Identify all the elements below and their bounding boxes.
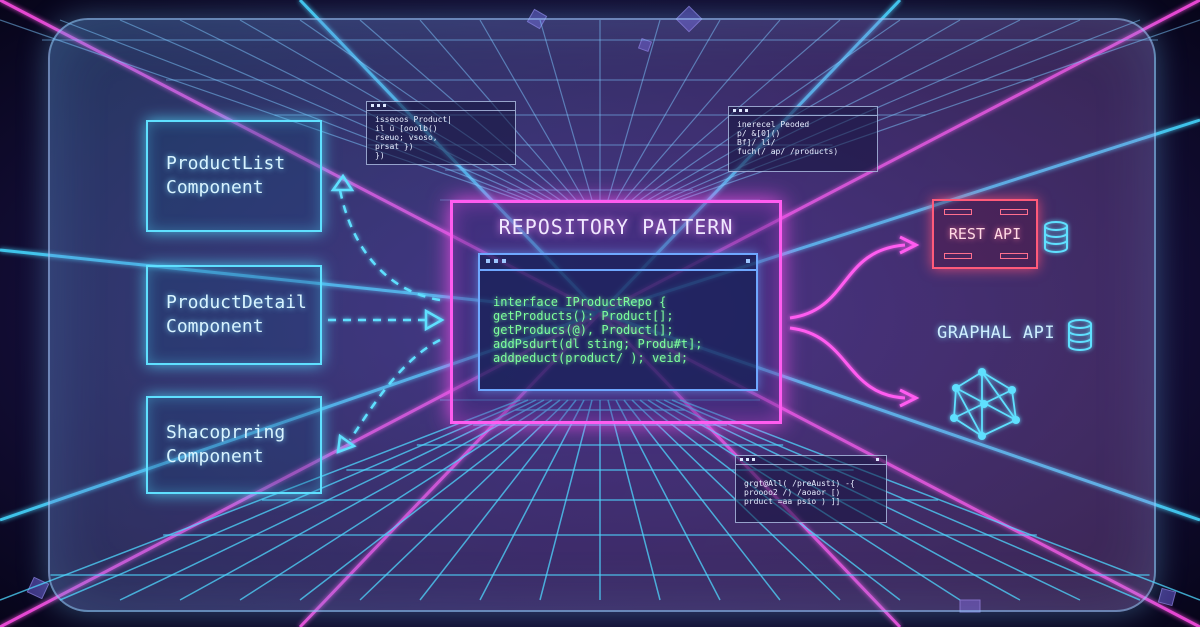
network-graph-icon (950, 368, 1020, 440)
grid-line (0, 399, 521, 601)
mini-code-window: inerecel Peoded p/ &[0]() Bf]/ li/ fuch(… (728, 106, 878, 172)
grid-line (679, 399, 1200, 601)
code-line: Bf]/ li/ (737, 138, 776, 147)
code-line: rseuo; vsoso, (375, 133, 438, 142)
grid-line (607, 19, 661, 201)
component-label: Component (166, 177, 264, 198)
code-line: fuch(/ ap/ /products) (737, 147, 839, 156)
code-line: isseoos Product| (375, 115, 453, 124)
repository-box[interactable]: REPOSITORY PATTERN interface IProductRep… (450, 200, 782, 424)
component-label: Component (166, 316, 264, 337)
code-line: p/ &[0]() (737, 129, 781, 138)
component-name: ProductDetail (166, 292, 307, 313)
component-product-list[interactable]: ProductList Component (146, 120, 322, 232)
code-line: }) (375, 151, 385, 160)
code-line: interface IProductRepo { (493, 295, 667, 309)
code-line: getProducs(@), Product[]; (493, 323, 674, 337)
code-line: prsat }) (375, 142, 414, 151)
mini-code-window: isseoos Product| il ü [ooolb() rseuo; vs… (366, 101, 516, 165)
code-line: inerecel Peoded (737, 120, 810, 129)
mini-code-window: grgt@All( /preAusti) -{ proooo2 /) /aoao… (735, 455, 887, 523)
component-label: Component (166, 446, 264, 467)
database-icon (1044, 221, 1068, 253)
code-line: grgt@All( /preAusti) -{ (744, 479, 855, 488)
dashed-arrow-shopping (348, 338, 441, 441)
graphql-api-label: GRAPHAL API (937, 323, 1056, 343)
arrowhead (424, 308, 445, 332)
code-line: proooo2 /) /aoaor [) (744, 488, 841, 497)
grid-line (179, 19, 545, 201)
rest-api-box[interactable]: REST API (932, 199, 1038, 269)
component-name: ProductList (166, 153, 286, 174)
grid-line (59, 19, 529, 201)
component-product-detail[interactable]: ProductDetail Component (146, 265, 322, 365)
code-line: addpeduct(product/ ); veid; (493, 351, 689, 365)
grid-line (0, 19, 521, 201)
code-window: interface IProductRepo { getProducts(): … (478, 253, 758, 391)
rest-api-label: REST API (948, 225, 1022, 243)
arrowhead (330, 173, 355, 192)
grid-line (539, 19, 593, 201)
code-line: addPsdurt(dl sting; Produ#t]; (493, 337, 703, 351)
arrow-to-rest (789, 243, 906, 320)
arrowhead (336, 433, 357, 454)
arrowhead (899, 235, 920, 255)
code-line: getProducts(): Product[]; (493, 309, 674, 323)
component-shopping[interactable]: Shacoprring Component (146, 396, 322, 494)
dashed-arrow-product-list (338, 189, 441, 302)
grid-line (615, 19, 721, 201)
grid-line (623, 19, 781, 201)
repository-title: REPOSITORY PATTERN (498, 215, 734, 239)
code-line: prduct =aa psio ) ]] (744, 497, 841, 506)
code-line: il ü [ooolb() (375, 124, 438, 133)
component-name: Shacoprring (166, 422, 286, 443)
arrow-to-graphql (789, 326, 906, 400)
arrowhead (899, 388, 920, 408)
database-icon (1068, 319, 1092, 351)
grid-line (479, 19, 585, 201)
grid-line (119, 19, 537, 201)
